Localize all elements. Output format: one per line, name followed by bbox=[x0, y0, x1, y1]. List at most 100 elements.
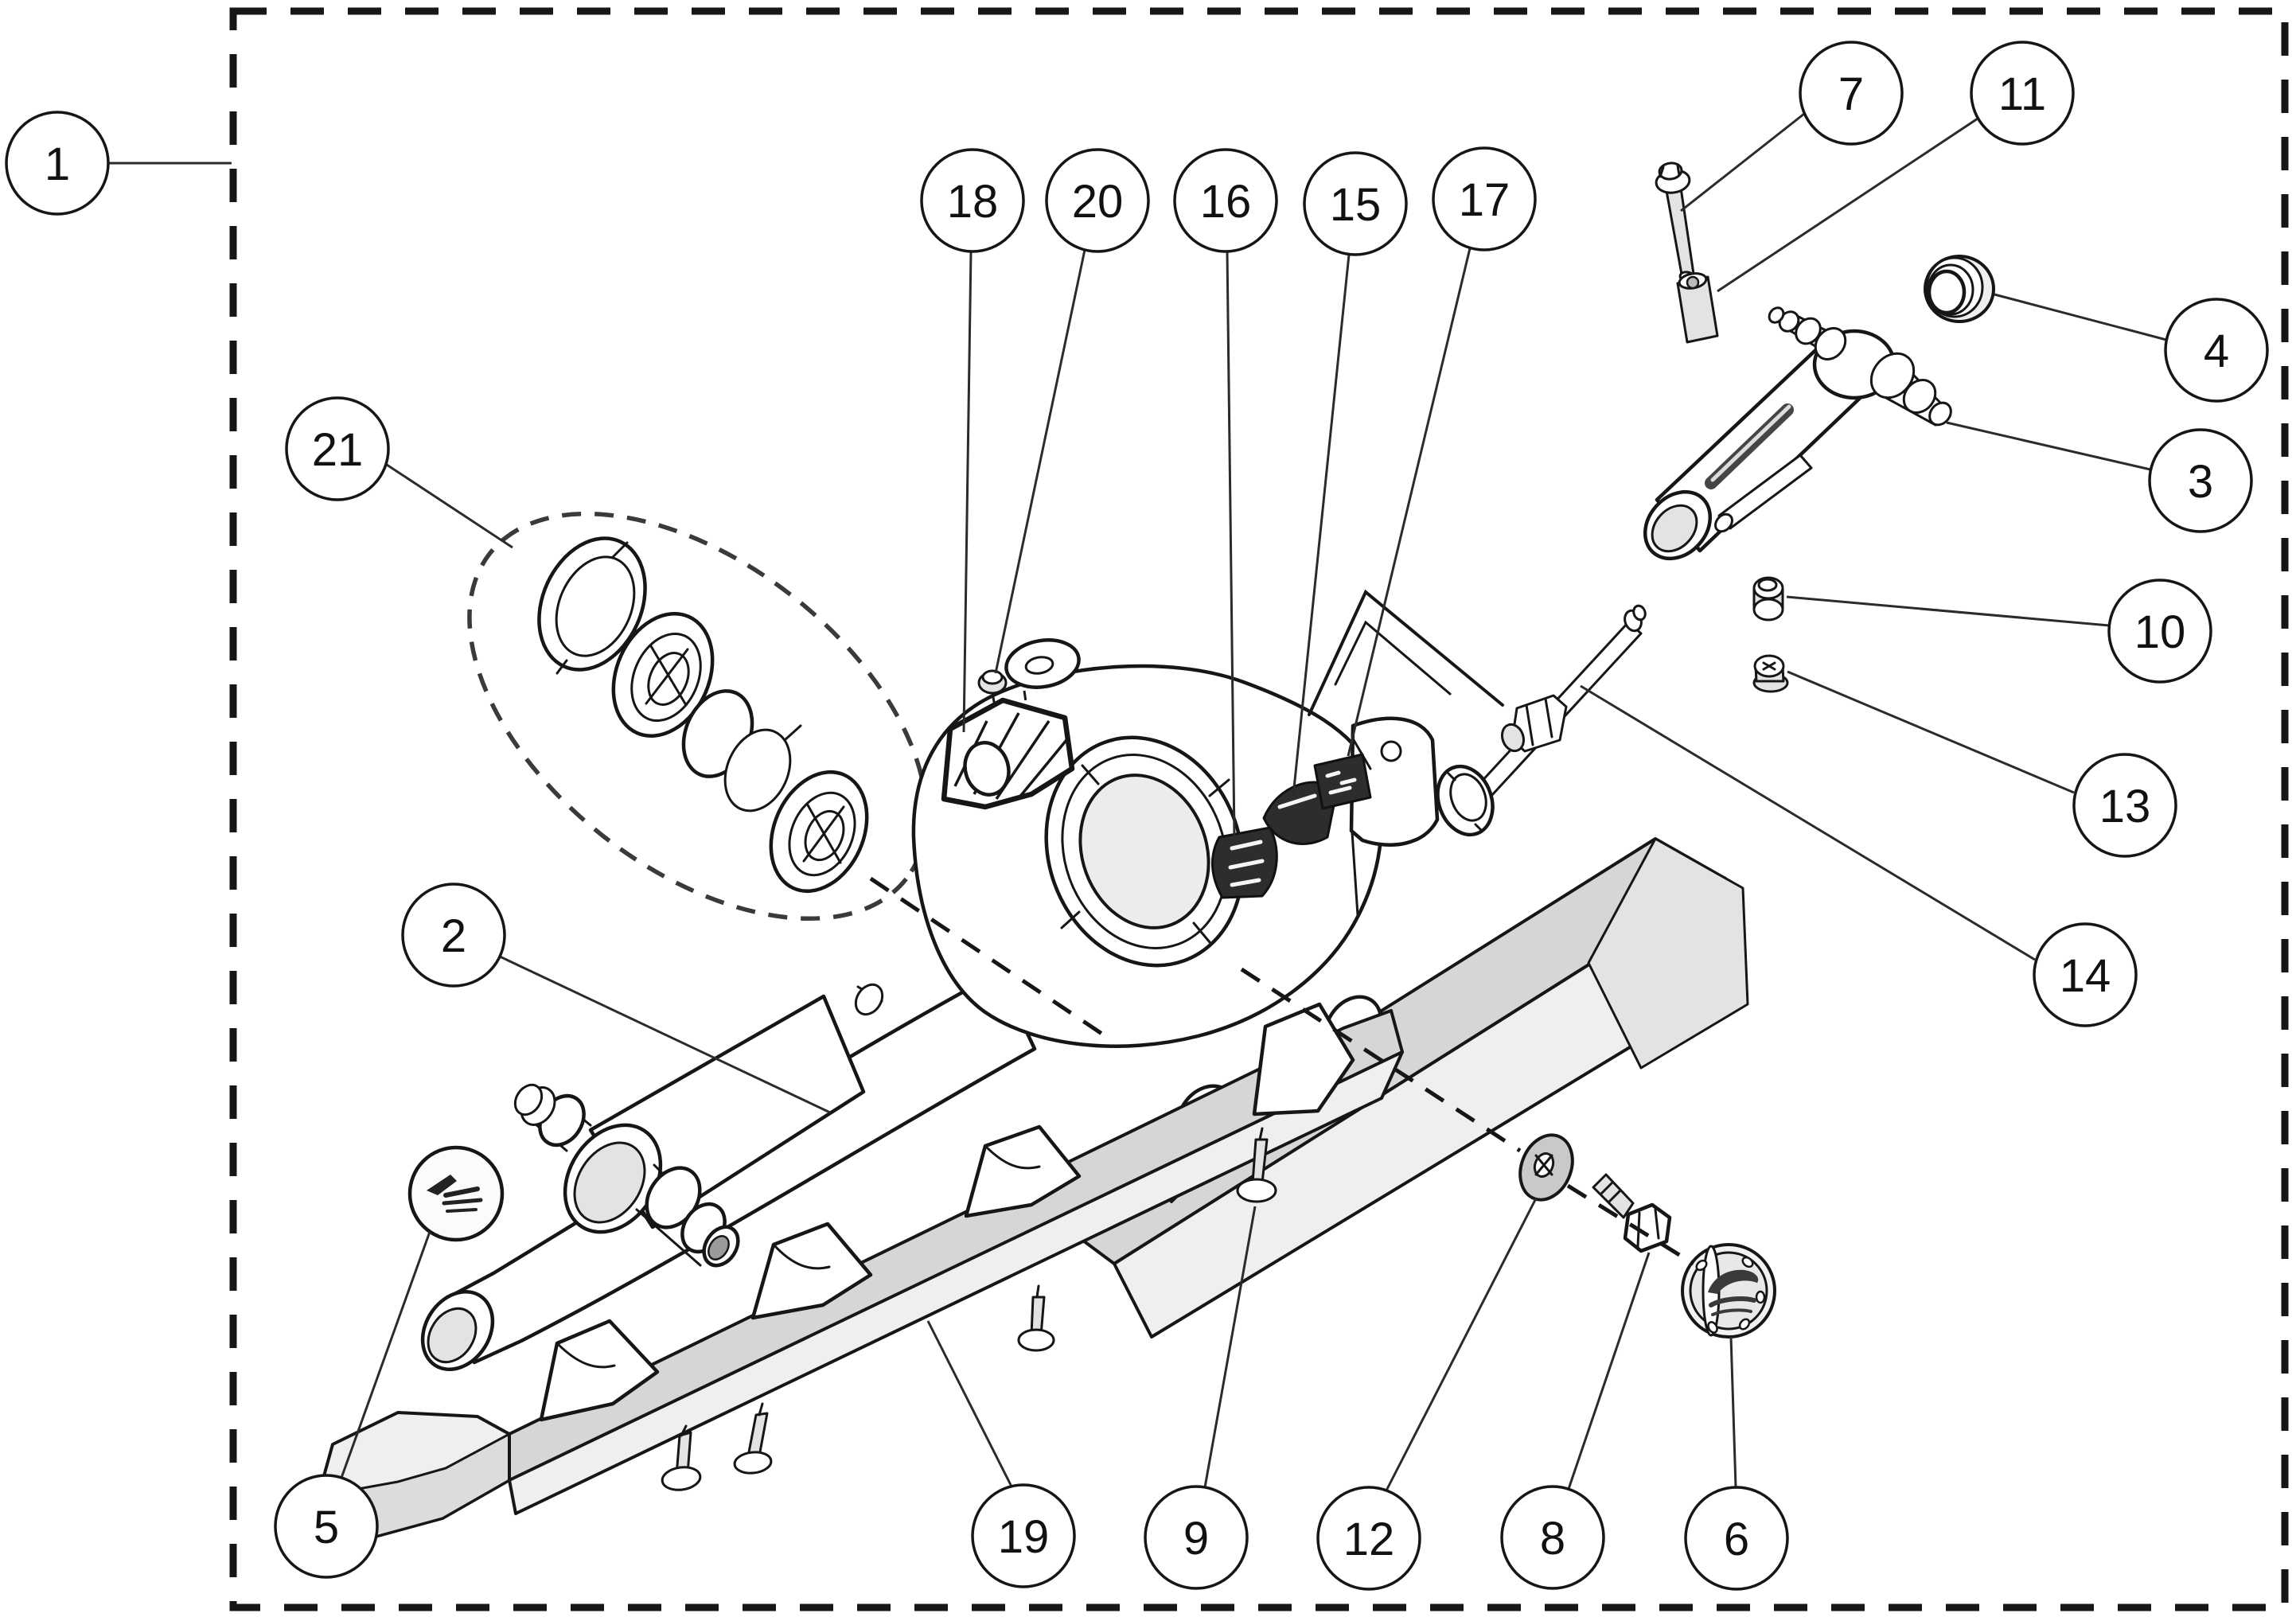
callout-circle-3 bbox=[2148, 428, 2253, 533]
callout-number-12: 12 bbox=[1343, 1514, 1395, 1565]
guard-screw-1 bbox=[661, 1424, 702, 1491]
guard-screw-3 bbox=[1017, 1284, 1055, 1352]
part-swingarm-body bbox=[420, 589, 1504, 1371]
callout-number-18: 18 bbox=[947, 176, 999, 228]
callout-10: 10 bbox=[1786, 579, 2212, 684]
callout-number-20: 20 bbox=[1072, 176, 1124, 228]
callout-number-17: 17 bbox=[1459, 174, 1511, 226]
callout-circle-21 bbox=[285, 396, 390, 501]
callout-number-8: 8 bbox=[1540, 1513, 1565, 1564]
part-pad-screw bbox=[977, 669, 1008, 703]
callout-number-11: 11 bbox=[1998, 68, 2046, 120]
part-chain-guard bbox=[316, 1002, 1404, 1544]
callout-number-9: 9 bbox=[1183, 1513, 1209, 1564]
callout-circle-4 bbox=[2164, 298, 2269, 403]
callout-circle-9 bbox=[1144, 1485, 1249, 1590]
callout-circle-17 bbox=[1432, 146, 1537, 251]
leader-line-8 bbox=[1567, 1252, 1651, 1490]
leader-line-3 bbox=[1946, 421, 2151, 471]
leader-line-12 bbox=[1385, 1198, 1538, 1491]
callout-number-1: 1 bbox=[45, 138, 70, 190]
part-adjuster-rod bbox=[1436, 604, 1647, 837]
callout-8: 8 bbox=[1500, 1252, 1651, 1590]
part-front-slider-pad bbox=[941, 697, 1075, 810]
part-washer bbox=[1518, 1133, 1574, 1202]
leader-line-20 bbox=[994, 249, 1086, 674]
part-pinch-bolt bbox=[1655, 162, 1696, 283]
callout-number-16: 16 bbox=[1200, 176, 1252, 228]
part-rubber-buffer bbox=[1211, 826, 1278, 899]
leader-line-15 bbox=[1292, 254, 1351, 797]
callout-14: 14 bbox=[1580, 684, 2138, 1027]
callout-circle-12 bbox=[1316, 1486, 1421, 1591]
centerlines bbox=[869, 876, 1695, 1266]
leader-line-5 bbox=[340, 1231, 431, 1479]
leader-line-18 bbox=[962, 251, 973, 733]
callout-number-5: 5 bbox=[314, 1502, 339, 1553]
callout-11: 11 bbox=[1717, 41, 2075, 293]
callout-16: 16 bbox=[1173, 148, 1278, 838]
callout-12: 12 bbox=[1316, 1198, 1538, 1591]
callout-number-21: 21 bbox=[312, 424, 364, 476]
callout-1: 1 bbox=[5, 111, 232, 216]
part-threaded-plug bbox=[1924, 255, 1995, 323]
callout-2: 2 bbox=[401, 883, 831, 1114]
callout-circle-1 bbox=[5, 111, 110, 216]
part-flanged-nut bbox=[1752, 654, 1789, 693]
callout-21: 21 bbox=[285, 396, 513, 549]
callout-circle-20 bbox=[1045, 148, 1150, 253]
callout-circle-2 bbox=[401, 883, 506, 988]
leader-line-4 bbox=[1994, 293, 2167, 341]
callout-number-7: 7 bbox=[1838, 68, 1864, 120]
leader-line-17 bbox=[1347, 247, 1472, 757]
callout-7: 7 bbox=[1680, 41, 1904, 212]
callout-number-13: 13 bbox=[2099, 781, 2151, 832]
callout-9: 9 bbox=[1144, 1206, 1257, 1590]
callout-3: 3 bbox=[1946, 421, 2253, 533]
leader-line-2 bbox=[499, 955, 831, 1114]
part-clamp-block bbox=[1676, 272, 1719, 344]
part-emblem-plate bbox=[1313, 753, 1372, 810]
callout-circle-8 bbox=[1500, 1485, 1605, 1590]
leader-line-19 bbox=[926, 1320, 1013, 1487]
callout-circle-13 bbox=[2072, 753, 2177, 858]
callout-circle-11 bbox=[1970, 41, 2075, 146]
callout-19: 19 bbox=[926, 1320, 1076, 1588]
part-brand-badge-cap bbox=[1681, 1243, 1776, 1338]
leader-line-16 bbox=[1226, 251, 1236, 838]
guard-screw-2 bbox=[733, 1402, 773, 1475]
diagram-border bbox=[229, 7, 2289, 1611]
leader-line-9 bbox=[1203, 1206, 1257, 1488]
callout-15: 15 bbox=[1292, 151, 1408, 797]
part-bearing-kit bbox=[467, 511, 929, 922]
callout-number-3: 3 bbox=[2188, 456, 2213, 508]
part-adjuster-bolt bbox=[1592, 1173, 1672, 1253]
callout-circle-15 bbox=[1303, 151, 1408, 256]
callout-number-19: 19 bbox=[998, 1511, 1050, 1563]
guard-screw-4 bbox=[1236, 1127, 1277, 1203]
callout-17: 17 bbox=[1347, 146, 1537, 757]
callout-4: 4 bbox=[1994, 293, 2269, 403]
callout-circle-16 bbox=[1173, 148, 1278, 253]
callout-number-15: 15 bbox=[1330, 179, 1382, 231]
leader-line-14 bbox=[1580, 684, 2036, 961]
callout-circle-5 bbox=[274, 1474, 379, 1579]
part-guard-screws bbox=[661, 1127, 1277, 1491]
leader-line-11 bbox=[1717, 117, 1978, 293]
leader-line-7 bbox=[1680, 112, 1805, 212]
callout-number-4: 4 bbox=[2204, 325, 2229, 377]
callout-circle-10 bbox=[2107, 579, 2212, 684]
leader-line-13 bbox=[1787, 670, 2075, 794]
callout-18: 18 bbox=[920, 148, 1025, 733]
part-cap-nut bbox=[1752, 576, 1784, 622]
callout-number-6: 6 bbox=[1724, 1514, 1749, 1565]
part-spindle-housing bbox=[1643, 306, 1952, 561]
callout-number-2: 2 bbox=[441, 910, 466, 962]
callout-circle-14 bbox=[2033, 922, 2138, 1027]
callout-circle-7 bbox=[1799, 41, 1904, 146]
callout-13: 13 bbox=[1787, 670, 2177, 858]
leader-line-21 bbox=[386, 463, 513, 549]
